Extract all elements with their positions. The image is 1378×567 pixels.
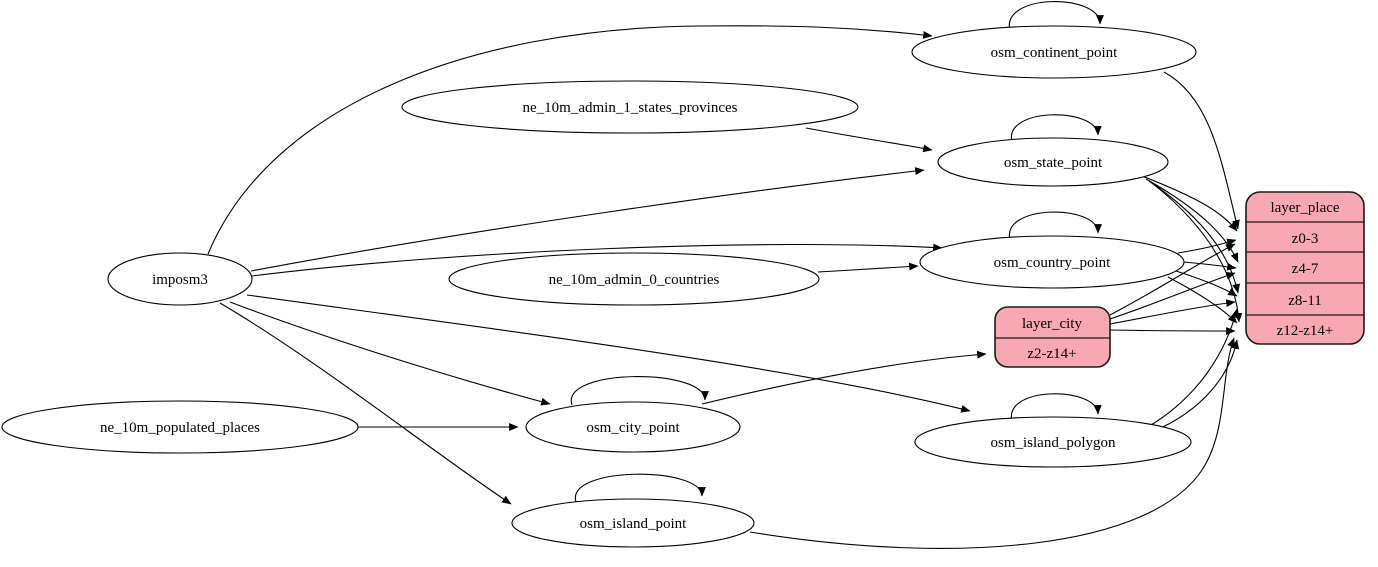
edge-imposm3-to-osm-country-point <box>251 243 943 277</box>
ne-10m-admin-0-label: ne_10m_admin_0_countries <box>549 272 720 288</box>
node-osm-island-point: osm_island_point <box>511 498 755 548</box>
self-loop-osm-continent-point <box>1008 1 1104 32</box>
edge-osm-country-point-to-layer-place-z12-z14 <box>1167 276 1238 324</box>
osm-state-point-label: osm_state_point <box>1004 155 1103 171</box>
osm-island-point-ellipse <box>511 498 755 548</box>
osm-country-point-ellipse <box>919 235 1185 289</box>
layer-place-row-z12-z14: z12-z14+ <box>1277 323 1334 339</box>
edge-osm-island-polygon-to-layer-place-z12-z14 <box>1151 339 1240 433</box>
node-imposm3: imposm3 <box>107 252 253 306</box>
self-loop-osm-city-point <box>571 376 709 406</box>
osm-continent-point-label: osm_continent_point <box>991 45 1118 61</box>
edge-osm-country-point-to-layer-place-z8-11 <box>1175 270 1238 297</box>
record-layer-place: layer_place z0-3 z4-7 z8-11 z12-z14+ <box>1245 191 1365 345</box>
self-loop-osm-state-point <box>1011 114 1102 143</box>
edge-osm-country-point-to-layer-place-z0-3 <box>1177 238 1237 254</box>
layer-place-row-z8-11: z8-11 <box>1288 293 1322 309</box>
layer-place-box <box>1245 191 1365 345</box>
edge-imposm3-to-osm-island-point <box>219 302 512 505</box>
imposm3-ellipse <box>107 252 253 306</box>
osm-island-polygon-ellipse <box>914 416 1192 468</box>
edge-osm-state-point-to-layer-place-z8-11 <box>1148 180 1241 294</box>
record-layer-city: layer_city z2-z14+ <box>994 306 1111 368</box>
edge-osm-island-polygon-to-layer-place-z8-11 <box>1145 308 1239 429</box>
node-ne-10m-admin-1-states-provinces: ne_10m_admin_1_states_provinces <box>401 80 859 134</box>
osm-state-point-ellipse <box>937 137 1169 187</box>
edge-osm-state-point-to-layer-place-z0-3 <box>1141 175 1238 232</box>
node-osm-country-point: osm_country_point <box>919 235 1185 289</box>
edge-osm-continent-point-to-layer-place-z0-3 <box>1163 71 1240 230</box>
edge-imposm3-to-osm-state-point <box>250 167 925 272</box>
edge-osm-state-point-to-layer-place-z4-7 <box>1145 178 1239 263</box>
edge-layer-city-to-layer-place-z8-11 <box>1109 299 1236 325</box>
ne-10m-admin-1-ellipse <box>401 80 859 134</box>
self-loop-osm-island-point <box>575 473 706 503</box>
edge-osm-island-point-to-layer-place-z12-z14 <box>749 337 1235 549</box>
imposm3-label: imposm3 <box>152 272 208 288</box>
layer-place-row-z0-3: z0-3 <box>1292 231 1319 247</box>
edge-osm-state-point-to-layer-place-z12-z14 <box>1151 182 1243 323</box>
node-osm-state-point: osm_state_point <box>937 137 1169 187</box>
ne-10m-admin-1-label: ne_10m_admin_1_states_provinces <box>523 100 738 116</box>
osm-country-point-label: osm_country_point <box>994 255 1111 271</box>
layer-city-title: layer_city <box>1022 316 1082 332</box>
edge-imposm3-to-osm-continent-point <box>207 25 933 255</box>
edge-osm-country-point-to-layer-place-z4-7 <box>1182 261 1237 271</box>
edge-imposm3-to-osm-city-point <box>229 301 551 406</box>
edge-imposm3-to-osm-island-polygon <box>246 294 971 413</box>
ne-10m-admin-0-ellipse <box>448 252 820 306</box>
osm-island-point-label: osm_island_point <box>580 516 688 532</box>
osm-city-point-ellipse <box>525 401 741 453</box>
edge-layer-city-to-layer-place-z0-3 <box>1109 243 1236 316</box>
osm-city-point-label: osm_city_point <box>586 420 680 436</box>
edge-layer-city-to-layer-place-z4-7 <box>1109 272 1236 320</box>
edge-ne-10m-admin-0-to-osm-country-point <box>817 262 919 273</box>
node-osm-city-point: osm_city_point <box>525 401 741 453</box>
layer-place-title: layer_place <box>1270 200 1339 216</box>
layer-city-box <box>994 306 1111 368</box>
edge-osm-city-point-to-layer-city <box>701 350 987 405</box>
node-ne-10m-admin-0-countries: ne_10m_admin_0_countries <box>448 252 820 306</box>
edges-layer <box>207 1 1243 549</box>
layer-city-row-z2-z14: z2-z14+ <box>1027 346 1076 362</box>
node-osm-continent-point: osm_continent_point <box>911 25 1197 79</box>
ne-10m-populated-places-label: ne_10m_populated_places <box>100 420 260 436</box>
osm-island-polygon-label: osm_island_polygon <box>990 435 1116 451</box>
layer-place-row-z4-7: z4-7 <box>1292 261 1319 277</box>
self-loop-osm-country-point <box>1009 211 1102 241</box>
edge-ne-10m-admin-1-to-osm-state-point <box>805 127 933 153</box>
edge-layer-city-to-layer-place-z12-z14 <box>1109 327 1236 335</box>
osm-continent-point-ellipse <box>911 25 1197 79</box>
node-osm-island-polygon: osm_island_polygon <box>914 416 1192 468</box>
node-ne-10m-populated-places: ne_10m_populated_places <box>1 400 359 454</box>
ne-10m-populated-places-ellipse <box>1 400 359 454</box>
self-loop-osm-island-polygon <box>1011 393 1102 422</box>
